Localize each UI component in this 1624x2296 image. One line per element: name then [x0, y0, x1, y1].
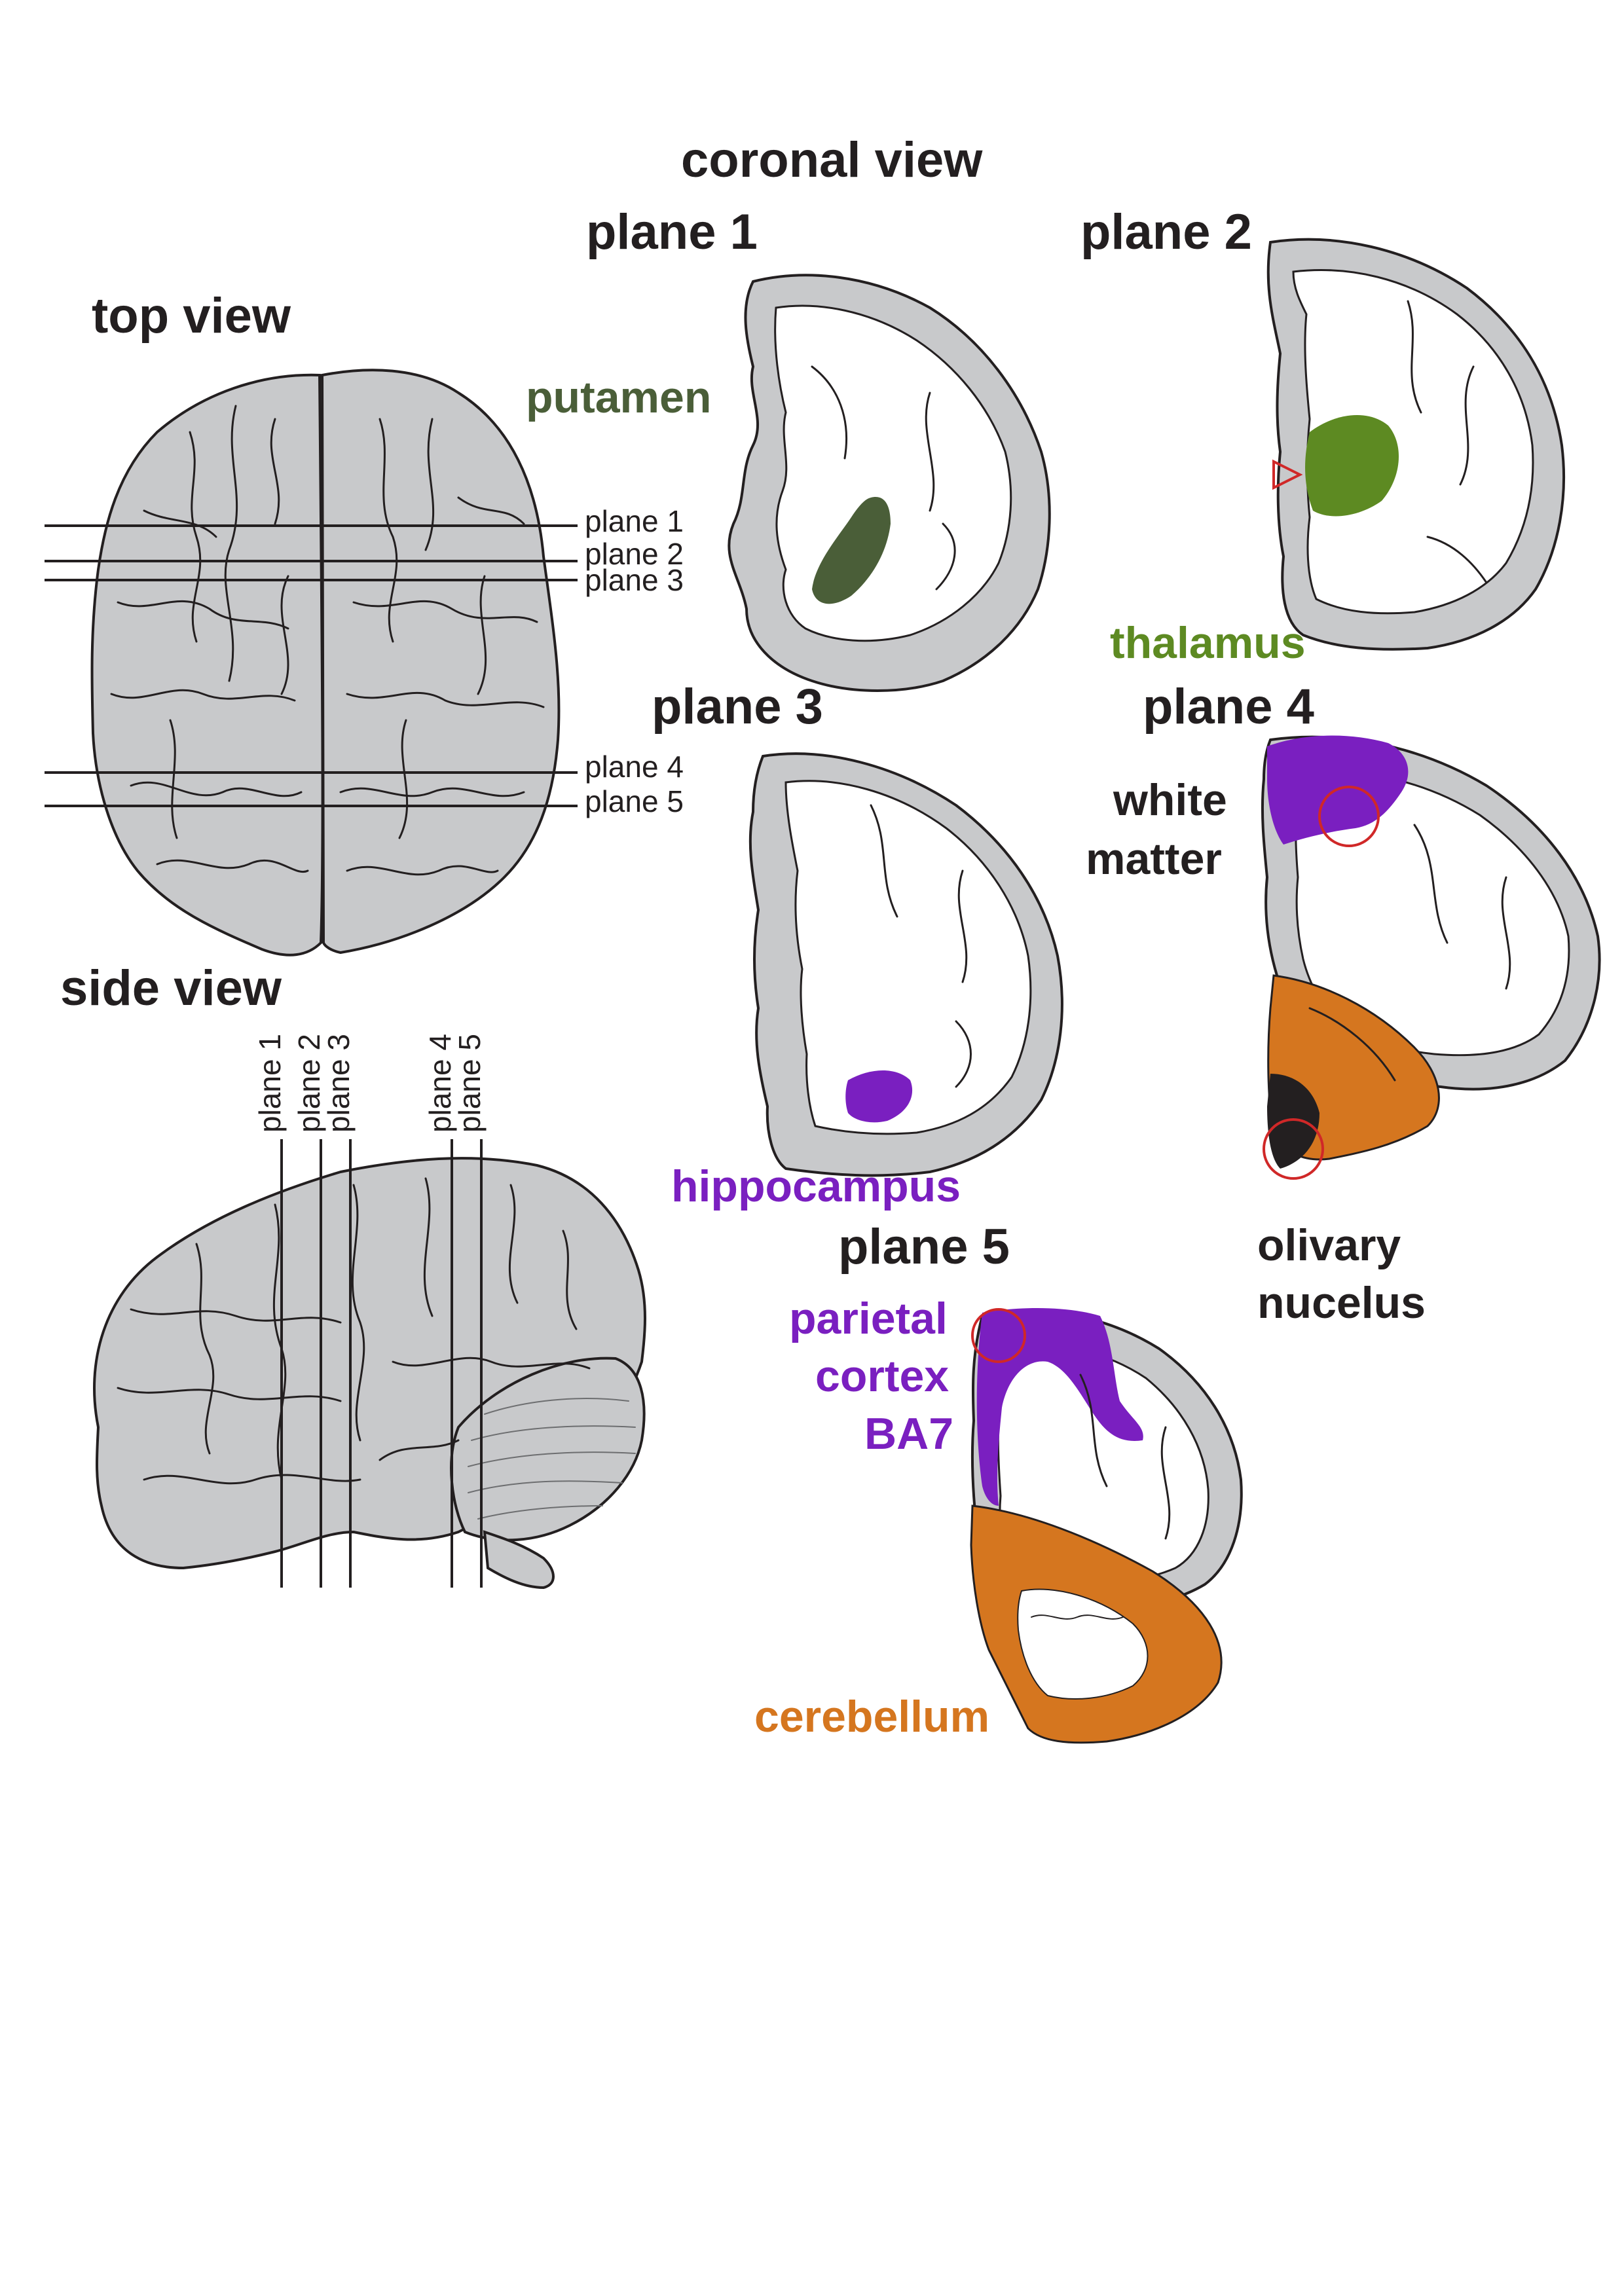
top-view-brain: [45, 369, 578, 957]
parietal-cortex-label-line3: BA7: [864, 1409, 953, 1459]
side-view-plane-label-4: plane 4: [423, 1034, 457, 1133]
plane4-coronal-section: [1261, 735, 1601, 1180]
hippocampus-label: hippocampus: [671, 1161, 961, 1211]
plane4-title: plane 4: [1143, 679, 1314, 735]
cerebellum-label: cerebellum: [754, 1692, 989, 1741]
plane2-title: plane 2: [1080, 204, 1252, 260]
plane2-thalamus-region: [1305, 414, 1399, 517]
plane4-white-matter-marker: [1318, 786, 1380, 847]
top-view-plane-label-5: plane 5: [585, 784, 684, 818]
plane5-coronal-section: [970, 1308, 1243, 1744]
plane3-hippocampus-region: [845, 1070, 913, 1123]
olivary-nucleus-label-line1: olivary: [1257, 1220, 1401, 1270]
plane1-coronal-section: [728, 274, 1051, 692]
side-view-cerebellum: [450, 1357, 646, 1542]
white-matter-label-line2: matter: [1086, 834, 1222, 884]
plane2-white-matter: [1292, 269, 1534, 615]
plane5-parietal-marker: [971, 1308, 1026, 1363]
plane1-title: plane 1: [586, 204, 758, 260]
plane3-coronal-section: [748, 752, 1063, 1177]
parietal-cortex-label-line2: cortex: [815, 1351, 949, 1401]
side-view-plane-label-2: plane 2: [292, 1034, 326, 1133]
top-view-heading: top view: [92, 288, 291, 344]
side-view-plane-label-3: plane 3: [322, 1034, 356, 1133]
top-view-plane-label-3: plane 3: [585, 563, 684, 597]
plane2-thalamus-marker: [1272, 459, 1303, 490]
plane5-title: plane 5: [838, 1219, 1010, 1275]
thalamus-label: thalamus: [1110, 618, 1306, 668]
plane1-putamen-region: [812, 497, 891, 604]
olivary-nucleus-label-line2: nucelus: [1257, 1278, 1426, 1328]
top-view-plane-label-2: plane 2: [585, 537, 684, 571]
top-view-right-hemisphere: [320, 369, 561, 955]
parietal-cortex-label-line1: parietal: [789, 1294, 948, 1343]
top-view-plane-label-4: plane 4: [585, 750, 684, 784]
top-view-plane-label-1: plane 1: [585, 504, 684, 538]
plane3-title: plane 3: [652, 679, 823, 735]
side-view-plane-label-1: plane 1: [253, 1034, 287, 1133]
plane4-olivary-region: [1267, 1074, 1320, 1169]
plane5-parietal-region: [976, 1308, 1143, 1506]
plane2-coronal-section: [1266, 238, 1566, 651]
side-view-brain: [93, 1139, 646, 1590]
side-view-plane-label-5: plane 5: [452, 1034, 487, 1133]
plane4-olivary-marker: [1263, 1118, 1324, 1180]
side-view-heading: side view: [60, 960, 282, 1016]
putamen-label: putamen: [526, 373, 711, 422]
coronal-view-heading: coronal view: [681, 132, 983, 188]
white-matter-label-line1: white: [1113, 775, 1227, 825]
side-view-brainstem: [483, 1530, 555, 1590]
